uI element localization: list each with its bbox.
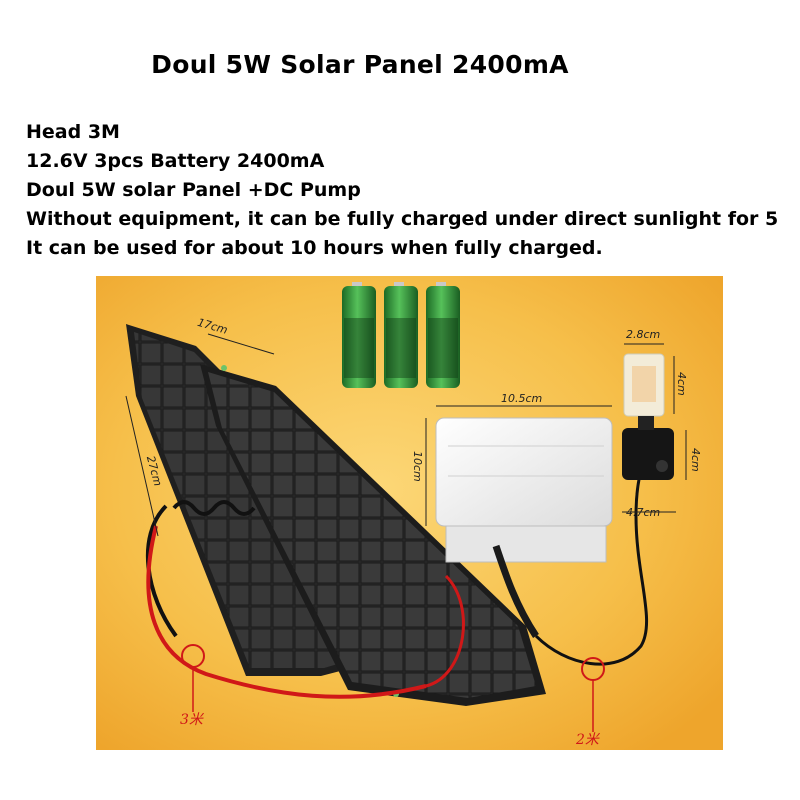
spec-line: Without equipment, it can be fully charg… (26, 208, 779, 230)
panel-cable-length: 3米 (180, 712, 205, 728)
solar-panel-front (200, 364, 546, 706)
battery-pack (342, 282, 460, 388)
pump-cable-length: 2米 (575, 732, 601, 748)
pump-height-label: 4cm (689, 448, 702, 472)
panel-cable-red-2 (425, 574, 465, 688)
spec-line: Doul 5W solar Panel +DC Pump (26, 179, 361, 201)
dc-pump (622, 416, 674, 480)
spec-line: 12.6V 3pcs Battery 2400mA (26, 150, 325, 172)
spec-line: Head 3M (26, 121, 120, 143)
page-title: Doul 5W Solar Panel 2400mA (151, 50, 569, 79)
spray-nozzle (623, 353, 665, 417)
panel-cable-red (146, 525, 427, 699)
panel-cable-coil (172, 500, 256, 516)
control-box (435, 417, 613, 563)
nozzle-height-label: 4cm (675, 372, 688, 396)
spec-line: It can be used for about 10 hours when f… (26, 237, 603, 259)
pump-width-label: 4.7cm (626, 506, 660, 519)
box-cable-connector (492, 544, 539, 638)
nozzle-width-label: 2.8cm (626, 328, 660, 341)
box-height-label: 10cm (411, 451, 424, 482)
box-width-label: 10.5cm (501, 392, 542, 405)
spec-list: Head 3M 12.6V 3pcs Battery 2400mA Doul 5… (26, 118, 778, 263)
product-photo: 17cm 27cm 10.5cm 10cm (96, 276, 723, 750)
